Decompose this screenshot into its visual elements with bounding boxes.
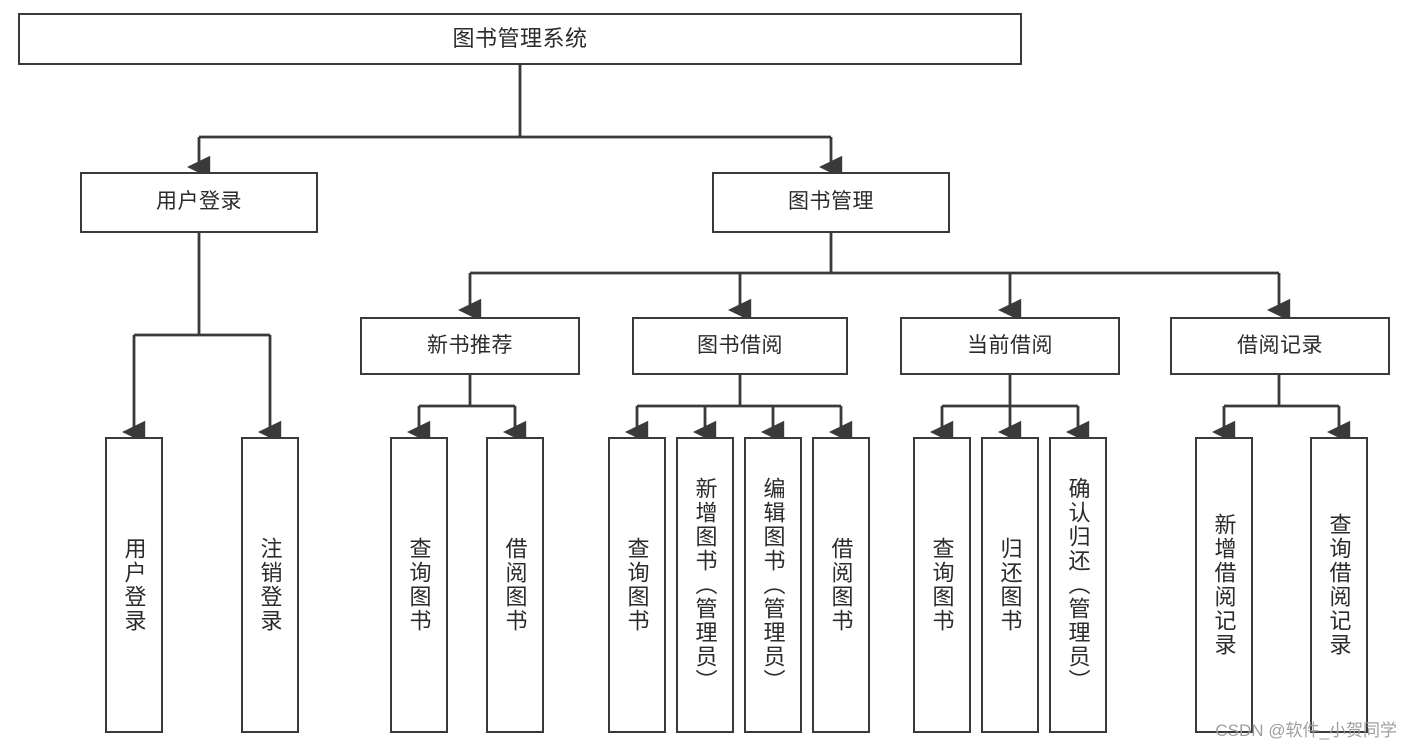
node-user-login[interactable]: 用户登录 xyxy=(80,172,318,233)
node-current-borrow[interactable]: 当前借阅 xyxy=(900,317,1120,375)
node-borrow-record[interactable]: 借阅记录 xyxy=(1170,317,1390,375)
leaf-user-login[interactable]: 用户登录 xyxy=(105,437,163,733)
node-root-label: 图书管理系统 xyxy=(452,26,588,52)
leaf-confirm-return-admin-label: 确认归还（管理员） xyxy=(1065,477,1091,693)
leaf-edit-book-admin[interactable]: 编辑图书（管理员） xyxy=(744,437,802,733)
leaf-confirm-return-admin[interactable]: 确认归还（管理员） xyxy=(1049,437,1107,733)
leaf-query-borrow-record-label: 查询借阅记录 xyxy=(1326,513,1352,657)
leaf-logout[interactable]: 注销登录 xyxy=(241,437,299,733)
leaf-query-book-new[interactable]: 查询图书 xyxy=(390,437,448,733)
leaf-query-book-borrow-label: 查询图书 xyxy=(624,537,650,633)
leaf-return-book[interactable]: 归还图书 xyxy=(981,437,1039,733)
node-user-login-label: 用户登录 xyxy=(156,190,242,214)
csdn-watermark: CSDN @软件_小贺同学 xyxy=(1215,721,1397,740)
node-book-management[interactable]: 图书管理 xyxy=(712,172,950,233)
node-new-book-recommend[interactable]: 新书推荐 xyxy=(360,317,580,375)
leaf-borrow-book[interactable]: 借阅图书 xyxy=(812,437,870,733)
leaf-add-borrow-record[interactable]: 新增借阅记录 xyxy=(1195,437,1253,733)
node-root[interactable]: 图书管理系统 xyxy=(18,13,1022,65)
leaf-add-book-admin[interactable]: 新增图书（管理员） xyxy=(676,437,734,733)
leaf-return-book-label: 归还图书 xyxy=(997,537,1023,633)
leaf-user-login-label: 用户登录 xyxy=(121,537,147,633)
leaf-query-book-current[interactable]: 查询图书 xyxy=(913,437,971,733)
leaf-edit-book-admin-label: 编辑图书（管理员） xyxy=(760,477,786,693)
leaf-query-borrow-record[interactable]: 查询借阅记录 xyxy=(1310,437,1368,733)
node-current-borrow-label: 当前借阅 xyxy=(967,333,1053,357)
leaf-borrow-book-new[interactable]: 借阅图书 xyxy=(486,437,544,733)
node-book-management-label: 图书管理 xyxy=(788,190,874,214)
node-book-borrow[interactable]: 图书借阅 xyxy=(632,317,848,375)
leaf-add-book-admin-label: 新增图书（管理员） xyxy=(692,477,718,693)
leaf-logout-label: 注销登录 xyxy=(257,537,283,633)
leaf-borrow-book-label: 借阅图书 xyxy=(828,537,854,633)
leaf-query-book-borrow[interactable]: 查询图书 xyxy=(608,437,666,733)
node-new-book-recommend-label: 新书推荐 xyxy=(427,333,513,357)
leaf-query-book-current-label: 查询图书 xyxy=(929,537,955,633)
leaf-borrow-book-new-label: 借阅图书 xyxy=(502,537,528,633)
leaf-add-borrow-record-label: 新增借阅记录 xyxy=(1211,513,1237,657)
node-borrow-record-label: 借阅记录 xyxy=(1237,333,1323,357)
leaf-query-book-new-label: 查询图书 xyxy=(406,537,432,633)
node-book-borrow-label: 图书借阅 xyxy=(697,333,783,357)
